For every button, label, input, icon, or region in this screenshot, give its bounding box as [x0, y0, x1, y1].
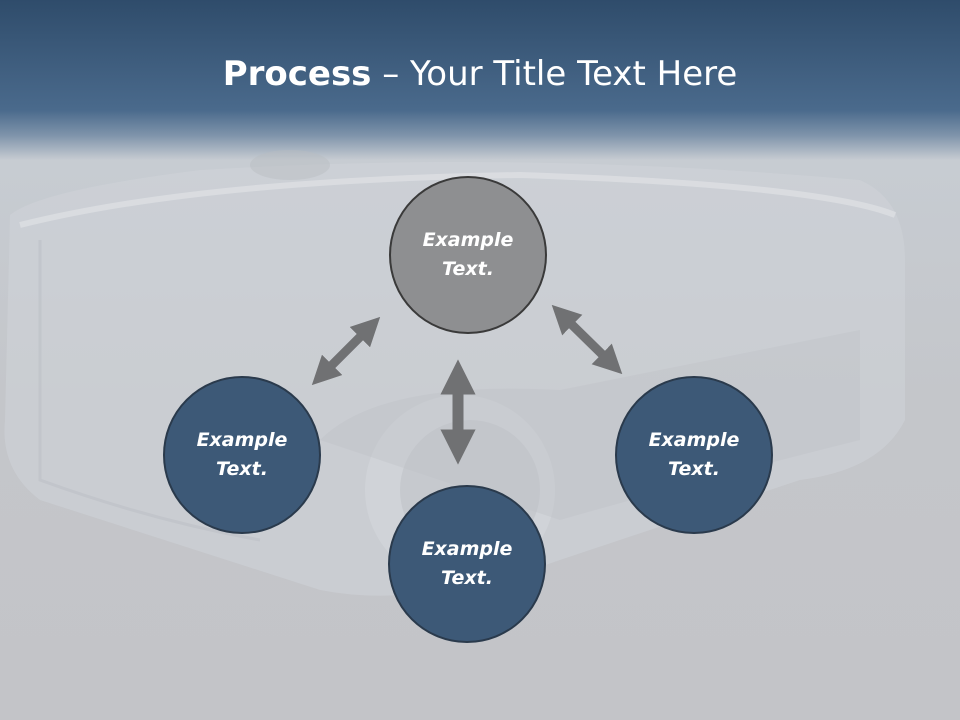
process-node-right: Example Text.	[615, 376, 773, 534]
title-bold: Process	[222, 54, 372, 94]
process-node-left: Example Text.	[163, 376, 321, 534]
arrow-top-left	[311, 316, 381, 386]
arrow-top-right	[551, 304, 623, 375]
node-bottom-line1: Example	[421, 538, 513, 560]
process-node-bottom: Example Text.	[388, 485, 546, 643]
node-bottom-line2: Text.	[441, 567, 493, 589]
node-left-line2: Text.	[216, 458, 268, 480]
page-title: Process – Your Title Text Here	[0, 52, 960, 96]
node-top-line2: Text.	[442, 258, 494, 280]
process-node-top: Example Text.	[389, 176, 547, 334]
title-rest: – Your Title Text Here	[371, 54, 738, 94]
node-left-line1: Example	[196, 429, 288, 451]
node-top-line1: Example	[422, 229, 514, 251]
node-right-line1: Example	[648, 429, 740, 451]
node-right-line2: Text.	[668, 458, 720, 480]
